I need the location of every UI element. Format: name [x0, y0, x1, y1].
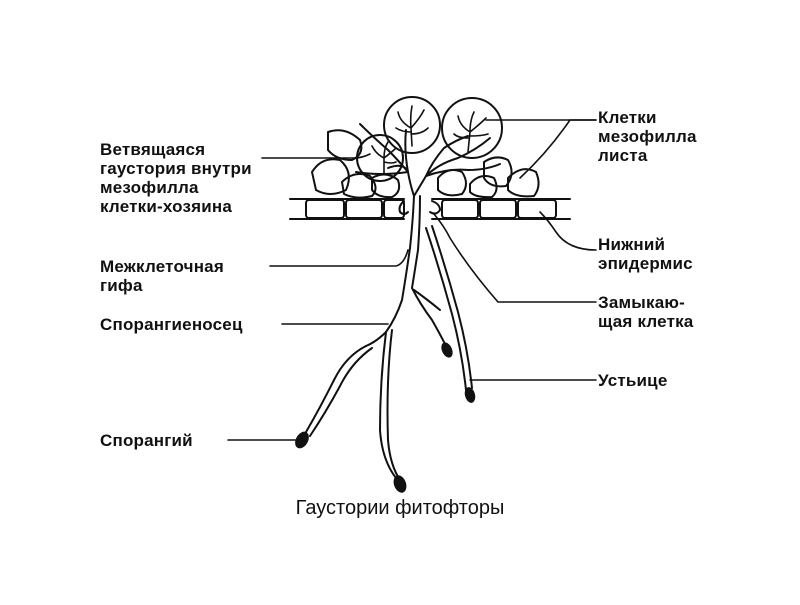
label-line: клетки-хозяина: [100, 197, 233, 216]
sporangium: [393, 475, 407, 493]
label-line: Устьице: [598, 371, 668, 390]
sporangia: [295, 342, 476, 493]
mesophyll-cell: [311, 158, 350, 195]
sporangium: [464, 387, 476, 403]
label-intercellular-hypha: Межклеточная гифа: [100, 257, 224, 295]
sporangium: [295, 431, 309, 449]
label-sporangiophore: Спорангиеносец: [100, 315, 243, 334]
label-line: Межклеточная: [100, 257, 224, 276]
label-line: Клетки: [598, 108, 657, 127]
label-line: щая клетка: [598, 312, 694, 331]
label-line: Спорангий: [100, 431, 193, 450]
label-line: мезофилла: [100, 178, 199, 197]
label-line: листа: [598, 146, 648, 165]
label-line: Спорангиеносец: [100, 315, 243, 334]
label-line: гаустория внутри: [100, 159, 252, 178]
mesophyll-cell: [469, 175, 498, 199]
leader-lines: [227, 119, 597, 441]
sporangiophore-stalk: [305, 195, 473, 481]
mesophyll-cell: [441, 97, 503, 159]
mesophyll-cell: [507, 168, 540, 198]
label-stoma: Устьице: [598, 371, 668, 390]
guard-cell: [398, 200, 409, 215]
label-line: эпидермис: [598, 254, 693, 273]
mesophyll-cell: [437, 169, 467, 197]
label-line: Ветвящаяся: [100, 140, 206, 159]
haustoria: [371, 105, 489, 175]
label-line: мезофилла: [598, 127, 697, 146]
label-mesophyll-cells: Клетки мезофилла листа: [598, 108, 697, 165]
label-branching-haustorium: Ветвящаяся гаустория внутри мезофилла кл…: [100, 140, 252, 216]
lower-epidermis: [289, 198, 571, 220]
mesophyll-cell: [327, 129, 363, 161]
mesophyll-cells: [311, 96, 540, 199]
guard-cell: [429, 200, 441, 215]
figure-caption: Гаустории фитофторы: [295, 497, 505, 519]
label-guard-cell: Замыкаю- щая клетка: [598, 293, 693, 331]
label-sporangium: Спорангий: [100, 431, 193, 450]
label-line: Замыкаю-: [598, 293, 685, 312]
sporangium: [441, 342, 453, 358]
label-line: гифа: [100, 276, 143, 295]
mesophyll-cell: [341, 173, 377, 199]
hypha-network: [355, 123, 501, 197]
mesophyll-cell: [383, 96, 441, 154]
label-line: Нижний: [598, 235, 666, 254]
label-lower-epidermis: Нижний эпидермис: [598, 235, 693, 273]
